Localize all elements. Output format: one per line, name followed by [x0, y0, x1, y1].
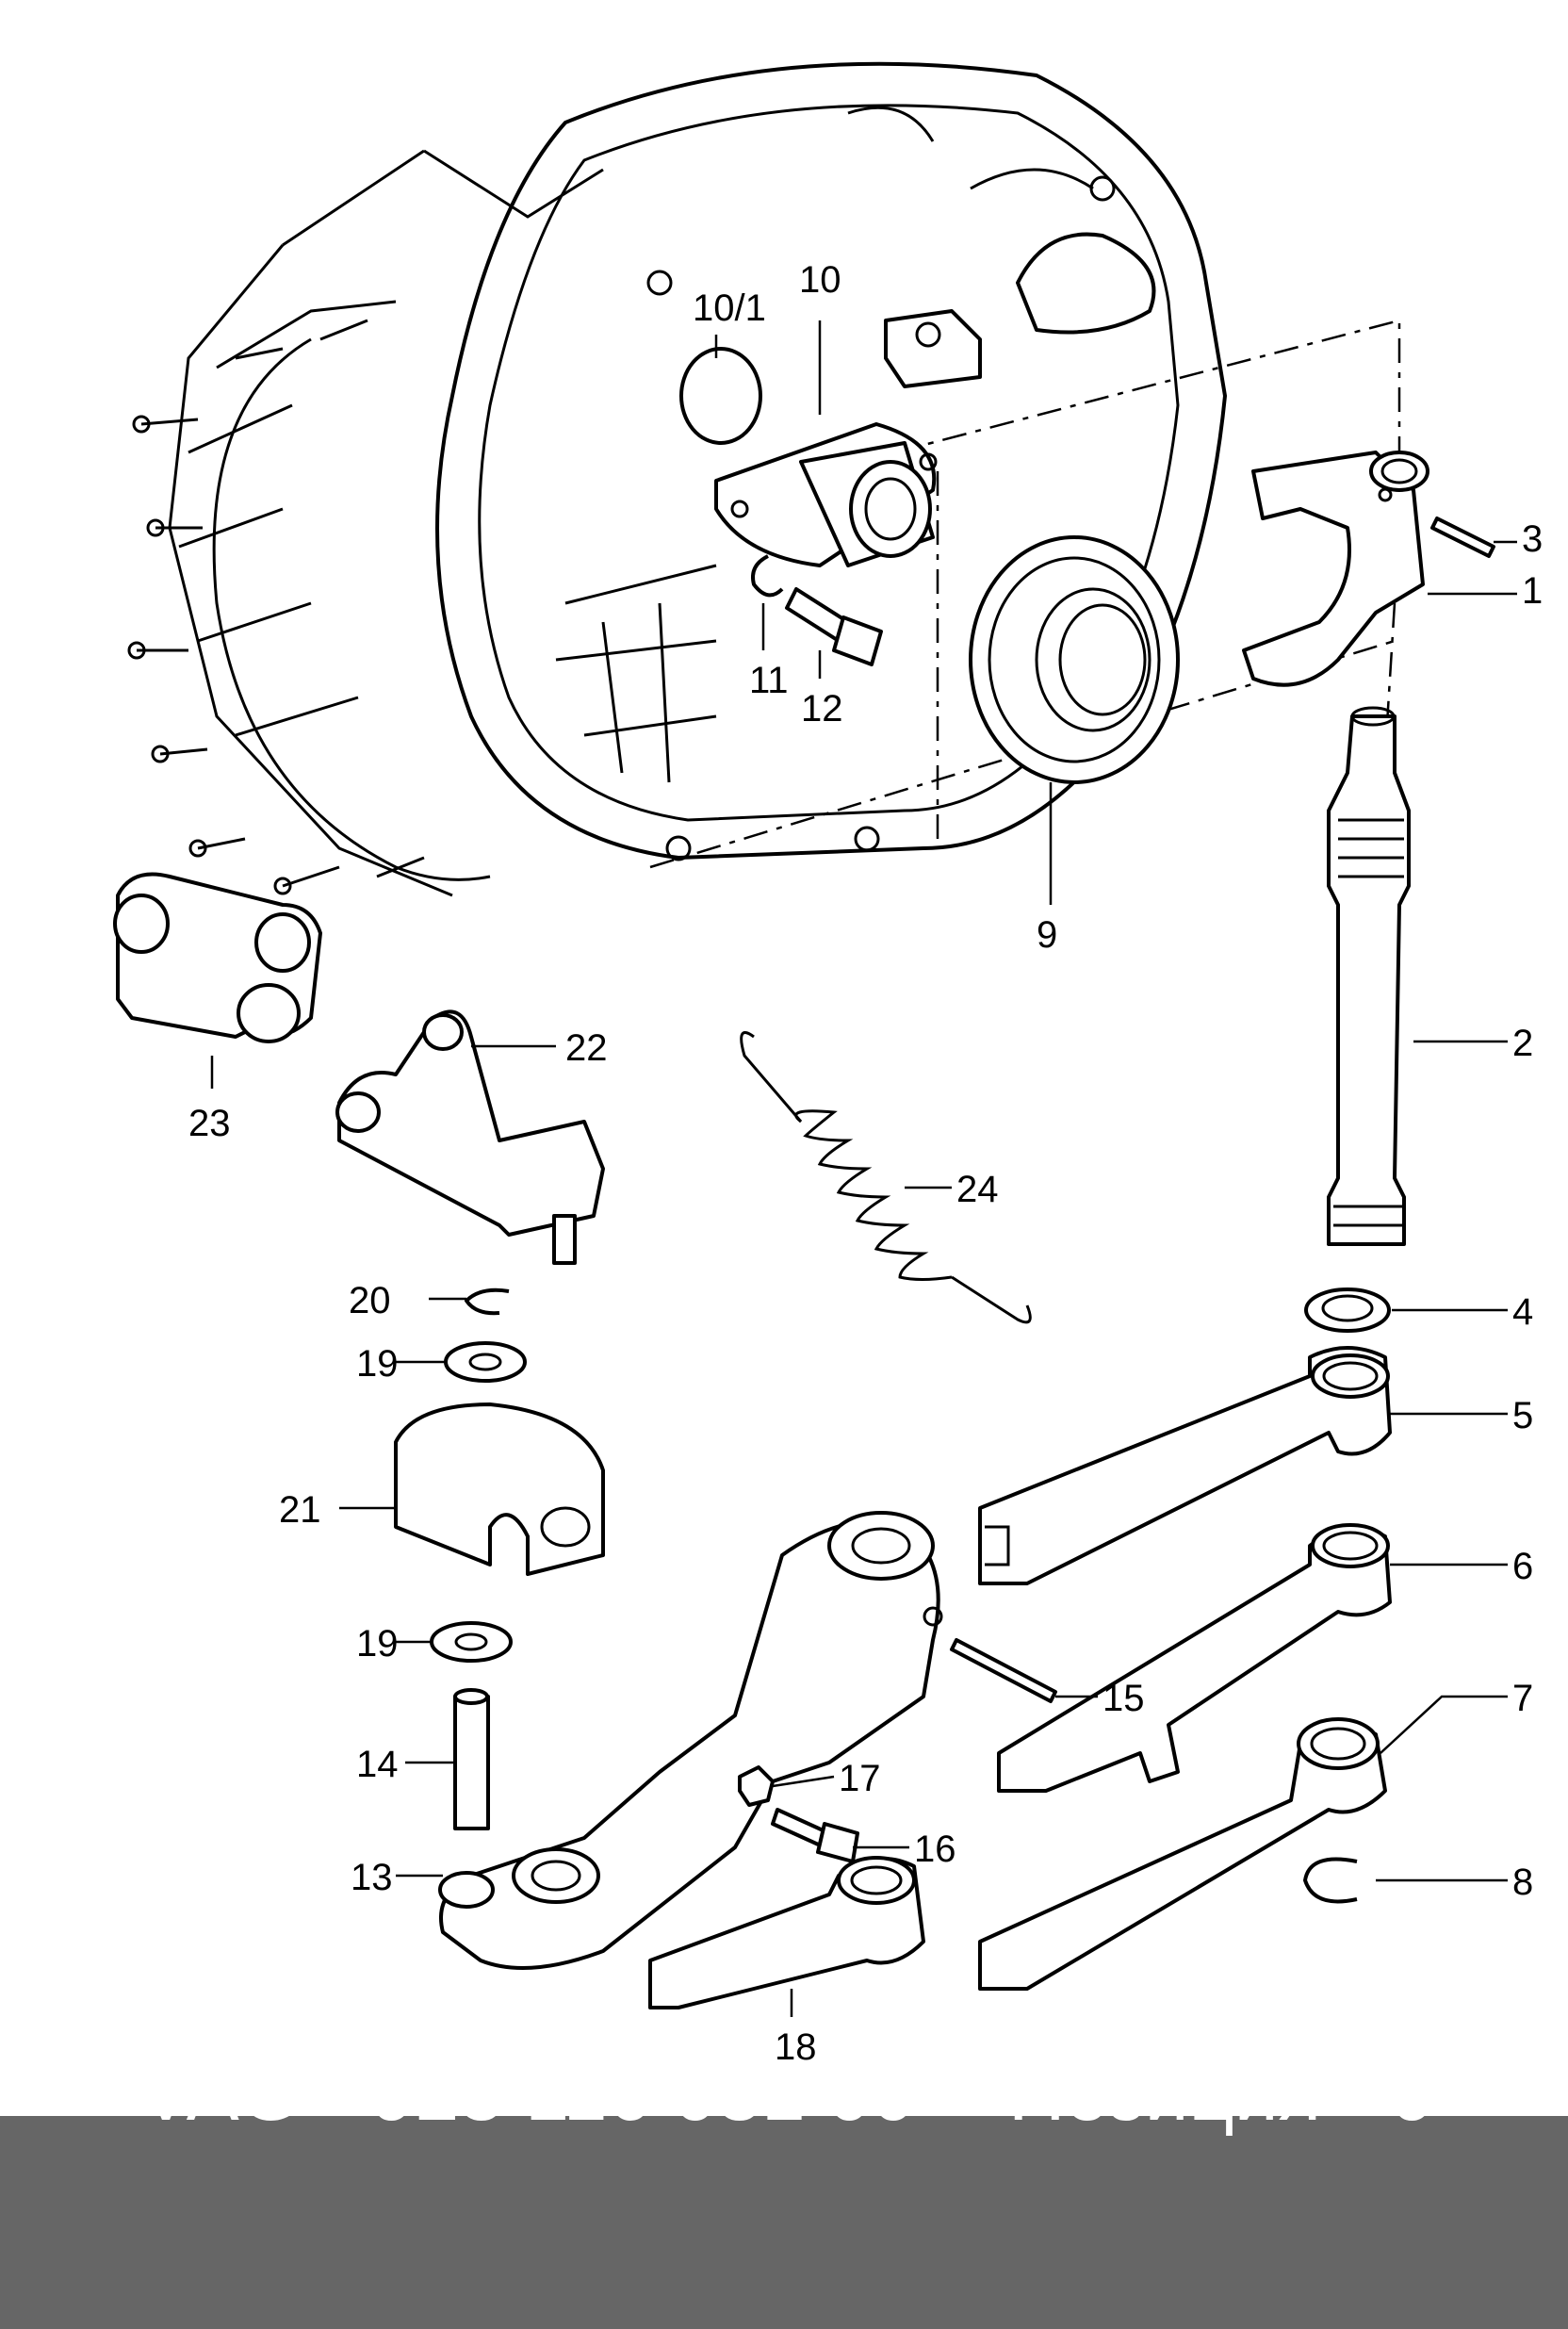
callout-18: 18	[775, 2026, 817, 2068]
lever-part-18	[648, 1856, 925, 2009]
callout-16: 16	[914, 1829, 956, 1870]
lever-part-7	[978, 1717, 1387, 1991]
washer-part-19-upper	[444, 1341, 527, 1383]
guide-sleeve-part-10	[714, 422, 938, 567]
callout-labels: 1 2 3 4 5 6 7 8 9 10 10/1 11 12 13 14 15…	[188, 259, 1543, 2068]
footer-banner	[0, 2116, 1568, 2329]
circlip-part-20	[465, 1288, 510, 1316]
pin-part-14	[453, 1695, 490, 1830]
callout-9: 9	[1037, 914, 1057, 956]
leader-lines	[210, 320, 1517, 2017]
callout-10-1: 10/1	[693, 287, 766, 329]
bracket-part-22	[335, 1009, 605, 1265]
callout-13: 13	[351, 1857, 393, 1898]
washer-part-19-lower	[430, 1621, 513, 1663]
bolt-part-16	[771, 1808, 859, 1863]
callout-19-lower: 19	[356, 1623, 399, 1665]
circlip-part-11	[751, 554, 784, 598]
callout-17: 17	[839, 1758, 881, 1799]
callout-8: 8	[1512, 1862, 1533, 1903]
callout-19-upper: 19	[356, 1343, 399, 1385]
spring-part-24	[740, 1031, 1032, 1324]
callout-15: 15	[1102, 1678, 1145, 1719]
operating-lever-part-13	[438, 1511, 943, 1970]
circlip-part-8	[1303, 1857, 1358, 1904]
pin-part-14-top	[453, 1688, 489, 1705]
o-ring-part-10-1	[679, 347, 762, 445]
callout-22: 22	[565, 1027, 608, 1069]
release-fork-part-1	[1242, 451, 1429, 687]
bolt-part-12	[785, 587, 883, 666]
exploded-parts-diagram: 1 2 3 4 5 6 7 8 9 10 10/1 11 12 13 14 15…	[113, 61, 1543, 2068]
callout-11: 11	[749, 660, 789, 701]
callout-10: 10	[799, 259, 841, 301]
pin-part-15	[950, 1638, 1057, 1703]
callout-23: 23	[188, 1103, 231, 1144]
callout-24: 24	[956, 1169, 999, 1210]
callout-20: 20	[349, 1280, 391, 1321]
callout-12: 12	[801, 688, 843, 730]
callout-14: 14	[356, 1744, 399, 1785]
bush-part-4	[1304, 1288, 1391, 1333]
rubber-mount-part-21	[394, 1402, 605, 1576]
callout-7: 7	[1512, 1678, 1533, 1719]
callout-6: 6	[1512, 1546, 1533, 1587]
part-number-text: VAG - 923 116 081 00	[139, 2048, 916, 2137]
release-bearing-part-9	[969, 535, 1180, 784]
nut-part-17	[738, 1765, 775, 1807]
pin-part-3	[1430, 517, 1495, 558]
callout-21: 21	[279, 1489, 321, 1531]
callout-3: 3	[1522, 518, 1543, 560]
lever-part-6	[997, 1523, 1392, 1793]
callout-5: 5	[1512, 1395, 1533, 1436]
position-text: Позиция - 9	[1008, 2048, 1436, 2137]
callout-4: 4	[1512, 1291, 1533, 1333]
callout-1: 1	[1522, 570, 1543, 612]
callout-2: 2	[1512, 1023, 1533, 1064]
shaft-part-2	[1327, 706, 1411, 1246]
bracket-part-23	[113, 872, 322, 1043]
lever-part-5	[978, 1346, 1392, 1585]
